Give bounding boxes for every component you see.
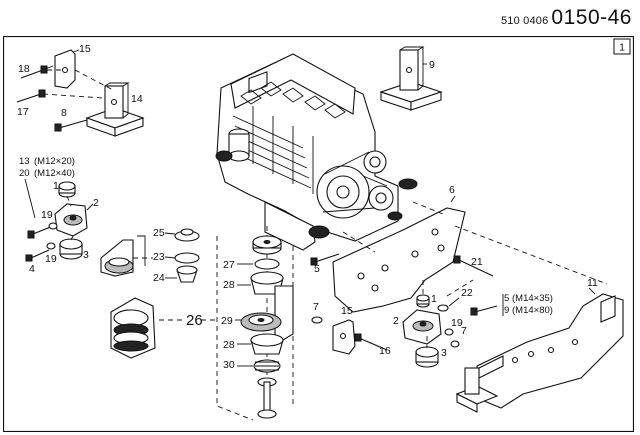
- callout-23: 23: [153, 251, 165, 263]
- callout-15-mid: 15: [341, 305, 353, 317]
- callout-27: 27: [223, 259, 235, 271]
- callout-17: 17: [17, 106, 29, 118]
- diagram-border: [3, 36, 634, 432]
- callout-13: 13: [19, 156, 30, 167]
- callout-19-right: 19: [451, 317, 463, 329]
- part-26-rubber-mount: 26: [110, 297, 217, 359]
- spec-20: (M12×40): [34, 168, 75, 179]
- center-stack-assembly: 27 28 29 28 30: [216, 226, 294, 421]
- callout-14: 14: [131, 93, 143, 105]
- callout-2-left: 2: [93, 197, 99, 209]
- callout-15-top: 15: [79, 43, 91, 55]
- bolt-5-center: 5: [310, 253, 340, 275]
- left-mount-assembly: 13 (M12×20) 20 (M12×40) 1 2 3 19 19 4: [19, 156, 99, 275]
- page-box: [613, 38, 631, 55]
- callout-5-center: 5: [314, 263, 320, 275]
- callout-19-left-b: 19: [45, 253, 57, 265]
- top-left-assembly: 18 17 8 15 14: [16, 43, 145, 137]
- callout-3-left: 3: [83, 249, 89, 261]
- document-code-number: 0150-46: [551, 6, 632, 29]
- callout-18: 18: [18, 63, 30, 75]
- callout-20: 20: [19, 168, 30, 179]
- callout-28-bottom: 28: [223, 339, 235, 351]
- page-box-number: 1: [619, 42, 625, 54]
- callout-5-right: 5: [504, 293, 509, 304]
- callout-4: 4: [29, 263, 35, 275]
- callout-6: 6: [449, 184, 455, 196]
- callout-1-right: 1: [431, 293, 437, 305]
- callout-22: 22: [461, 287, 473, 299]
- part-9-bracket: 9: [379, 46, 443, 111]
- callout-29: 29: [221, 315, 233, 327]
- mid-left-mount: 25 23 24: [100, 227, 200, 284]
- callout-7-right: 7: [461, 325, 467, 337]
- spec-9: (M14×80): [512, 305, 553, 316]
- document-code-prefix: 510 0406: [500, 15, 549, 27]
- spec-13: (M12×20): [34, 156, 75, 167]
- callout-24: 24: [153, 272, 165, 284]
- callout-9: 9: [429, 59, 435, 71]
- callout-11: 11: [587, 277, 598, 289]
- part-6-bracket-plate: 6: [332, 184, 608, 313]
- callout-8: 8: [61, 107, 67, 119]
- engine-illustration: [215, 53, 418, 251]
- callout-26: 26: [186, 312, 203, 329]
- callout-9-right: 9: [504, 305, 509, 316]
- callout-1-left: 1: [53, 180, 59, 192]
- exploded-parts-diagram: 1: [3, 36, 634, 432]
- callout-16: 16: [379, 345, 391, 357]
- callout-19-left-a: 19: [41, 209, 53, 221]
- callout-21: 21: [471, 256, 483, 268]
- right-mount-assembly: 21 1 22 2 3 19 7 5 (M14×35) 9 (M14×80): [311, 255, 553, 368]
- part-11-base-bracket: 11: [455, 277, 624, 413]
- callout-30: 30: [223, 359, 235, 371]
- callout-7-left: 7: [313, 301, 319, 313]
- callout-28-top: 28: [223, 279, 235, 291]
- spec-5: (M14×35): [512, 293, 553, 304]
- callout-3-right: 3: [441, 347, 447, 359]
- callout-25: 25: [153, 227, 165, 239]
- document-code: 510 0406 0150-46: [501, 4, 632, 30]
- callout-2-right: 2: [393, 315, 399, 327]
